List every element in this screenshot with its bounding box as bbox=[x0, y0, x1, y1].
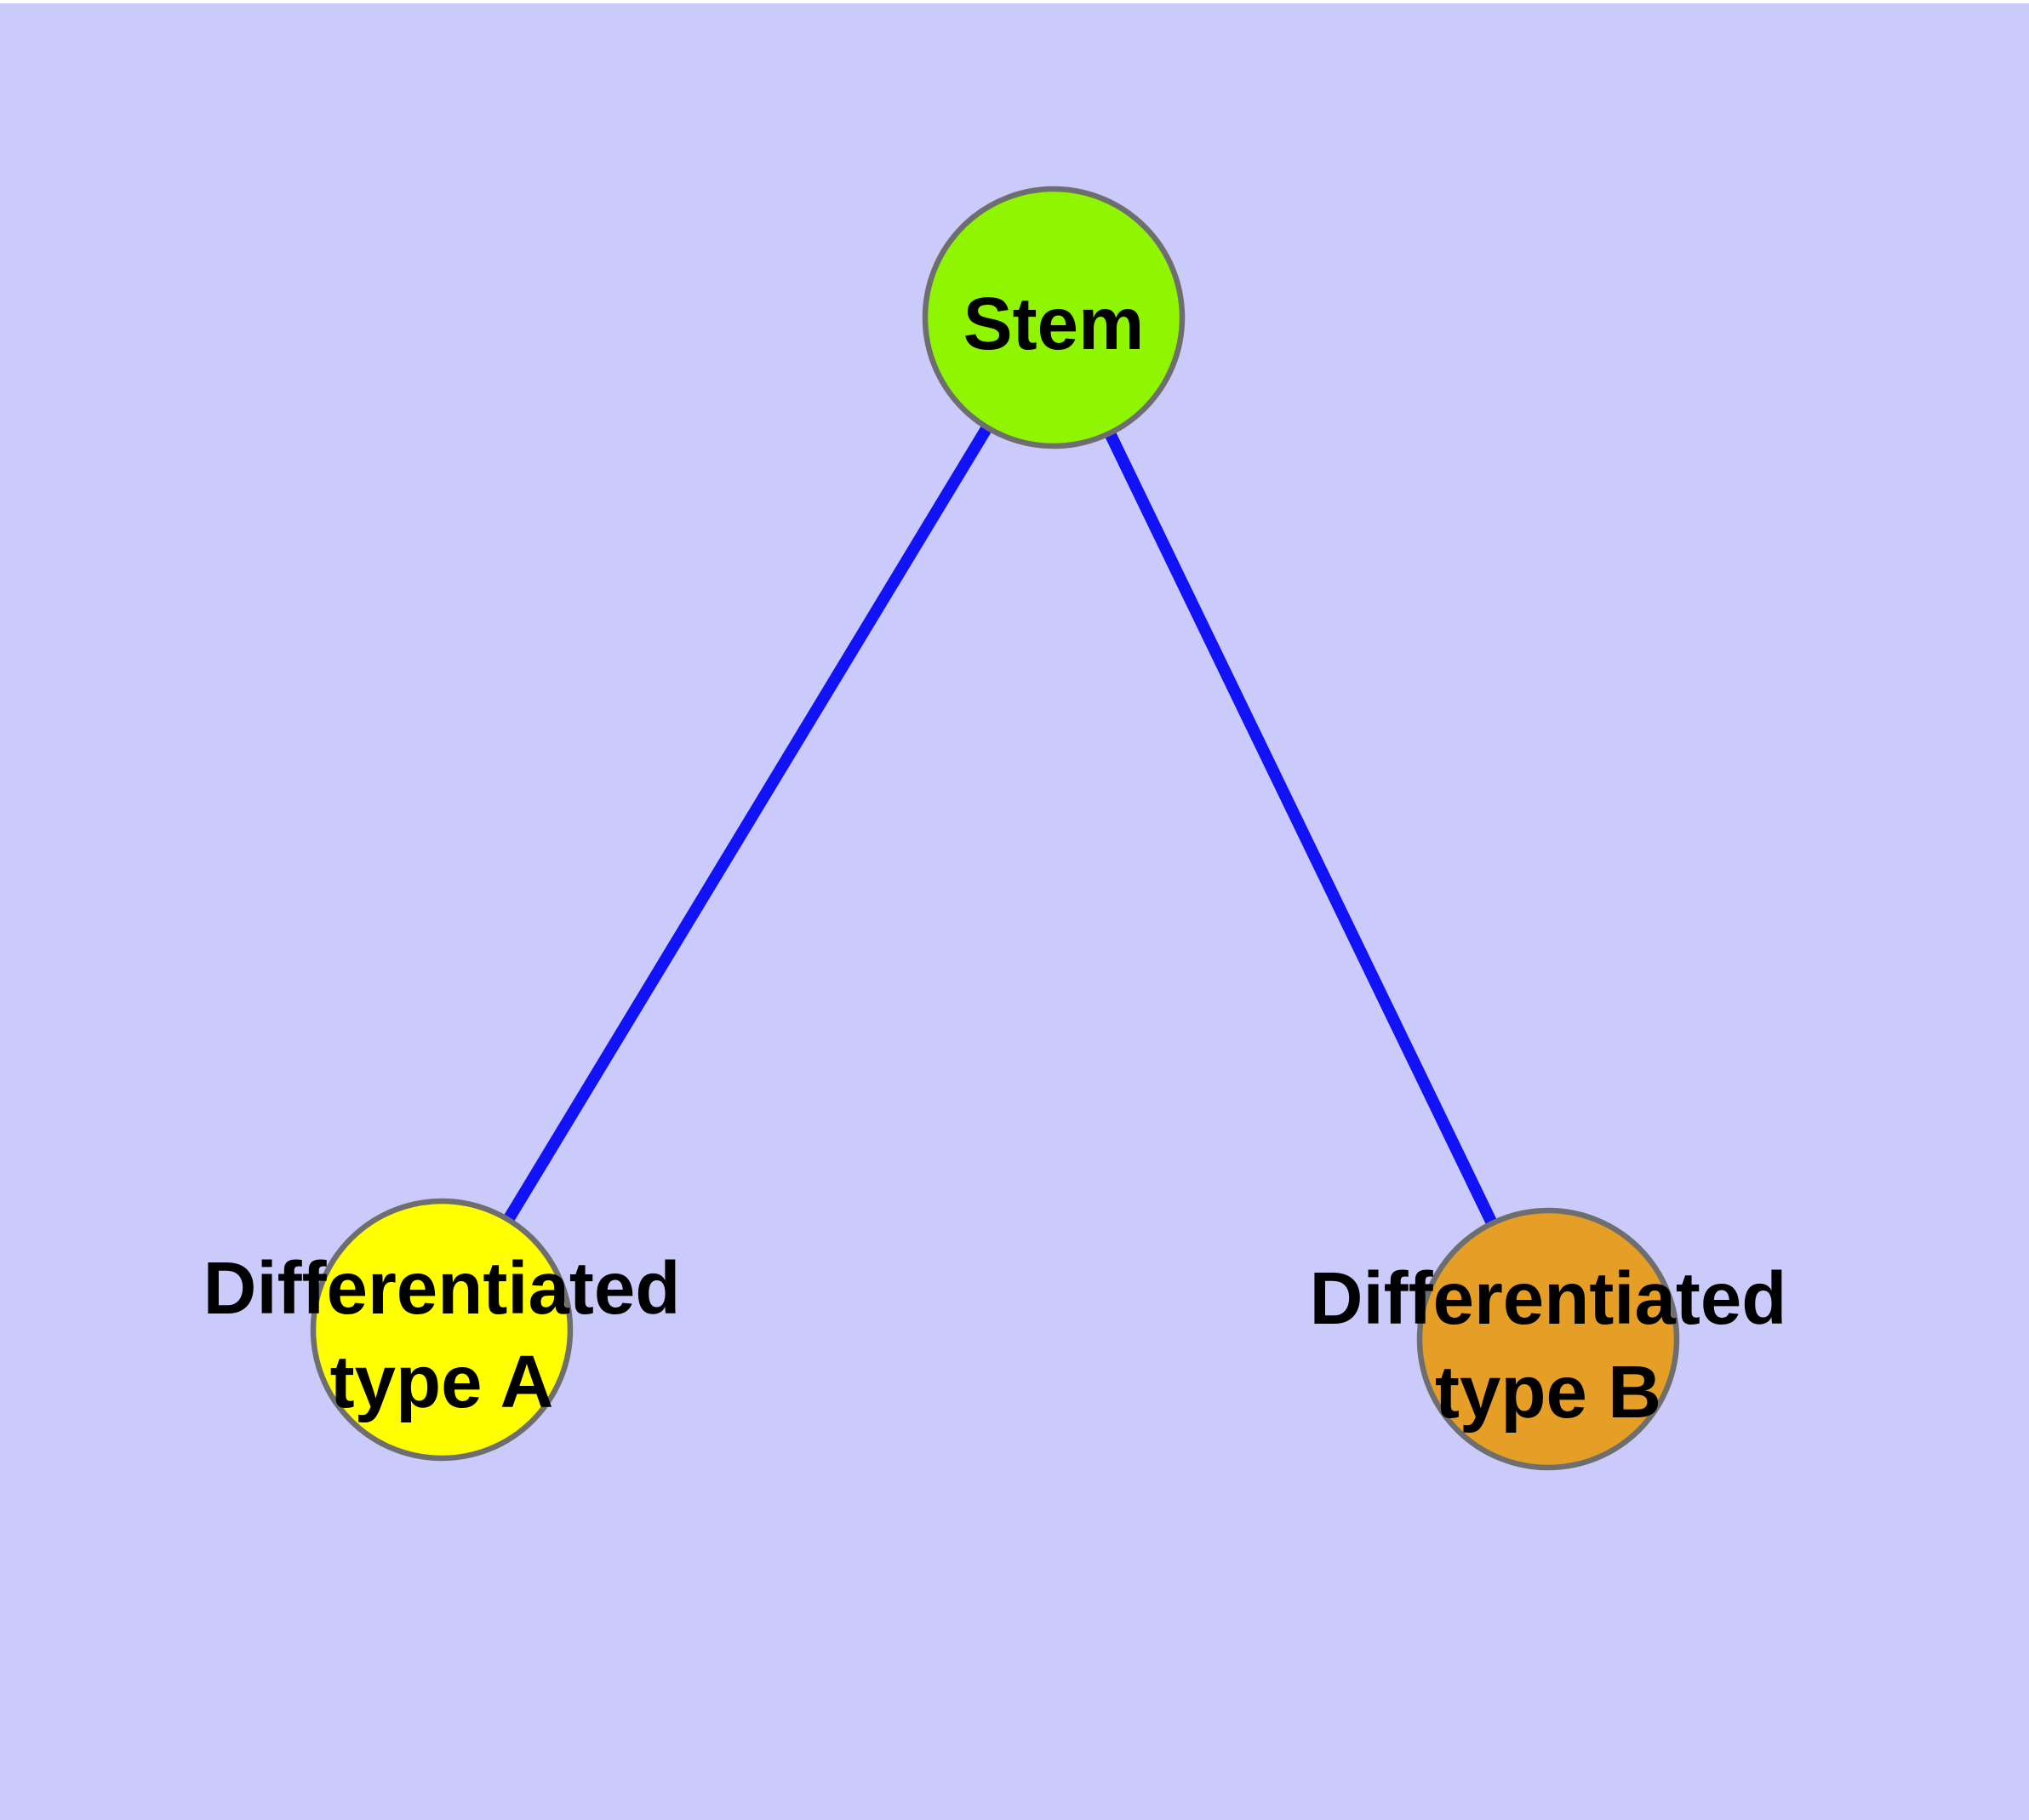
type-b-node-label-line2: type B bbox=[1435, 1351, 1661, 1434]
stem-node-label: Stem bbox=[963, 283, 1145, 365]
node-stem: Stem bbox=[922, 186, 1186, 449]
node-differentiated-type-b: Differentiated type B bbox=[1310, 1207, 1787, 1471]
edge-stem-to-type-a bbox=[503, 424, 992, 1223]
type-a-node-label-line1: Differentiated bbox=[203, 1247, 681, 1330]
edge-layer bbox=[503, 424, 1498, 1227]
type-b-node-label-line1: Differentiated bbox=[1310, 1257, 1787, 1340]
type-a-node-circle bbox=[310, 1198, 574, 1462]
stem-node-circle bbox=[922, 186, 1186, 449]
type-b-node-circle bbox=[1416, 1207, 1680, 1471]
type-a-node-label-line2: type A bbox=[330, 1341, 554, 1423]
node-differentiated-type-a: Differentiated type A bbox=[203, 1198, 681, 1462]
edge-stem-to-type-b bbox=[1104, 430, 1498, 1227]
